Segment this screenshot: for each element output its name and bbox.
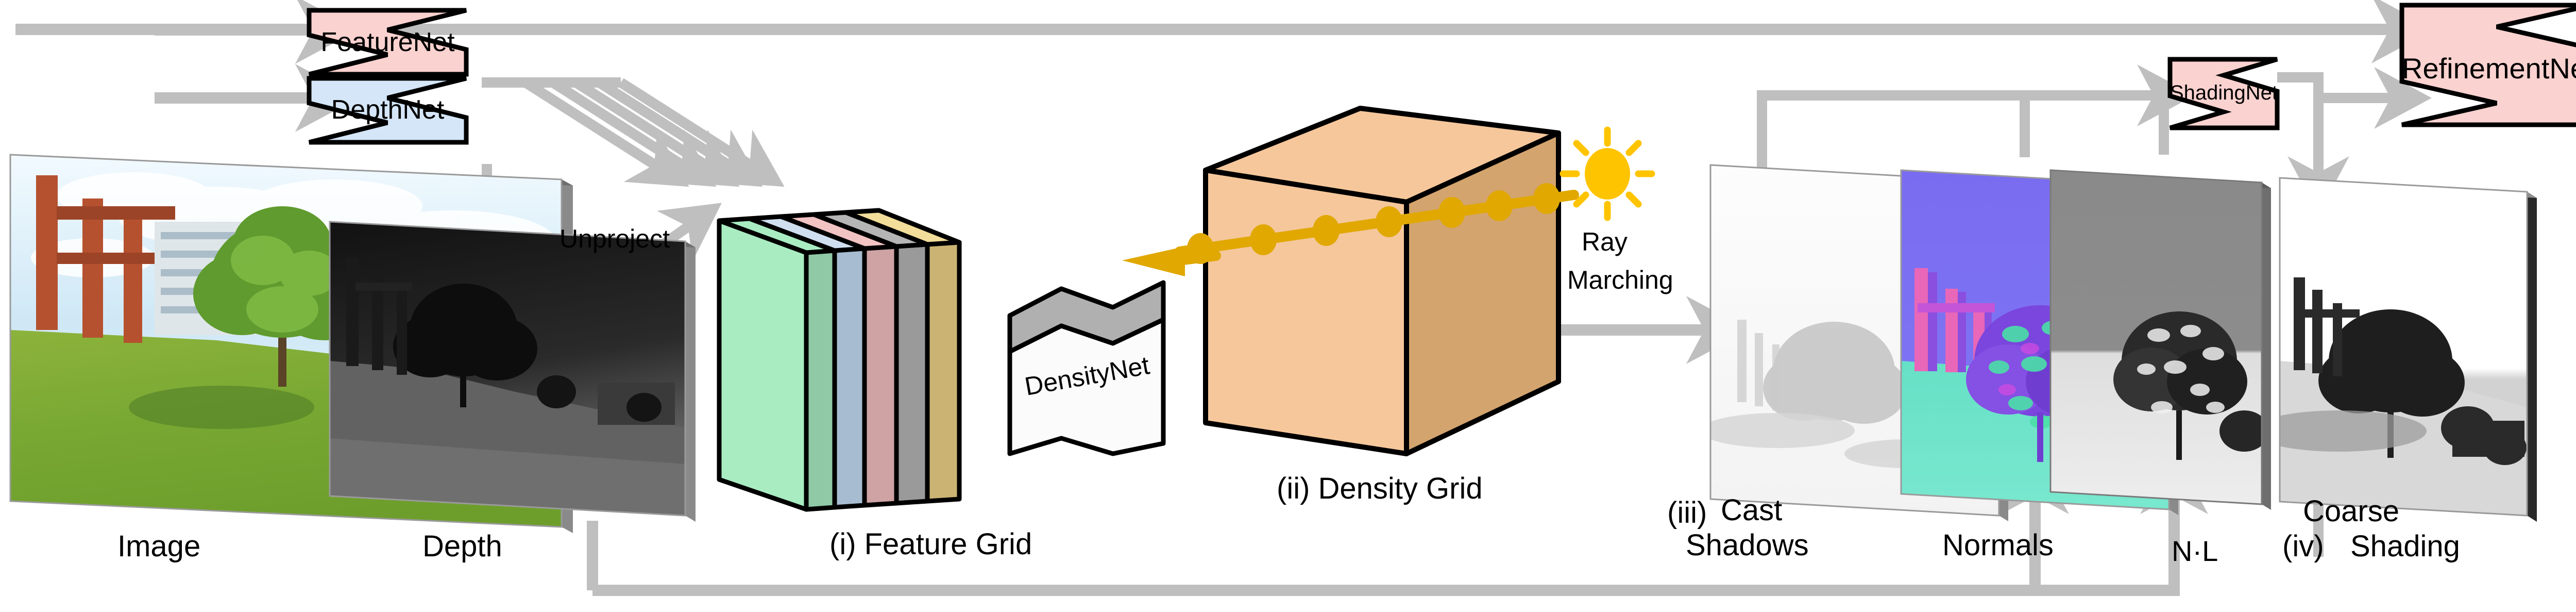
panel-label-cast-shadows-line1: Cast (1721, 493, 1783, 527)
unproject-label: Unproject (560, 224, 670, 253)
ray-marching-label-line2: Marching (1567, 266, 1673, 294)
fan-arrow-1 (522, 78, 689, 187)
feature-grid-top-yellow (843, 208, 962, 247)
density-grid (1203, 106, 1561, 456)
feature-grid-side-pink (862, 244, 899, 508)
feature-grid-side-gray (894, 242, 930, 506)
caption-feature-grid: (i) Feature Grid (829, 527, 1032, 561)
feature-grid-side-blue (832, 246, 867, 510)
featurenet-bowtie (307, 8, 469, 77)
panel-label-image: Image (117, 530, 201, 563)
refinementnet-bowtie (2399, 3, 2576, 127)
bus-bottom-2 (2035, 510, 2180, 596)
ray-marching-label-line1: Ray (1582, 227, 1628, 256)
shadingnet-shape (2167, 57, 2280, 130)
panel-label-normals: Normals (1942, 528, 2054, 562)
shadingnet-bowtie (2167, 57, 2280, 130)
densitynet-shape (1007, 280, 1166, 456)
shadows-elbow (1757, 90, 2133, 175)
fan-arrow-5 (618, 78, 785, 187)
feature-grid-side-green (804, 248, 837, 512)
panel-index-cast-shadows: (iii) (1667, 496, 1707, 530)
ray-arrowhead (1122, 246, 1185, 276)
panel-index-coarse-shading: (iv) (2282, 530, 2324, 563)
panel-label-coarse-shading-line1: Coarse (2303, 494, 2399, 528)
depthnet-shape (307, 76, 469, 145)
ray-marching-ray (1122, 183, 1579, 276)
densitynet-front (1007, 317, 1166, 456)
panel-ndotl (2049, 169, 2271, 510)
fan-arrow-3 (573, 78, 740, 187)
panel-depth (329, 221, 696, 522)
ray-samples (1187, 183, 1560, 264)
fan-arrow-4 (596, 78, 763, 187)
panel-label-depth: Depth (422, 530, 502, 563)
refinementnet-shape (2399, 3, 2576, 127)
featurenet-fanout (482, 77, 785, 187)
feature-grid (717, 208, 962, 512)
feature-grid-front-green (717, 218, 809, 512)
panel-label-ndotl: N·L (2172, 535, 2218, 567)
panel-coarse-shading (2279, 177, 2537, 522)
panel-label-coarse-shading-line2: Shading (2350, 530, 2460, 563)
sun-icon (1560, 126, 1655, 221)
feature-grid-side-yellow (925, 240, 962, 504)
panel-label-cast-shadows-line2: Shadows (1686, 528, 1809, 562)
featurenet-shape (307, 8, 469, 77)
depthnet-bowtie (307, 76, 469, 145)
caption-density-grid: (ii) Density Grid (1277, 472, 1483, 505)
fan-arrow-2 (550, 78, 717, 187)
density-grid-left (1203, 168, 1409, 456)
